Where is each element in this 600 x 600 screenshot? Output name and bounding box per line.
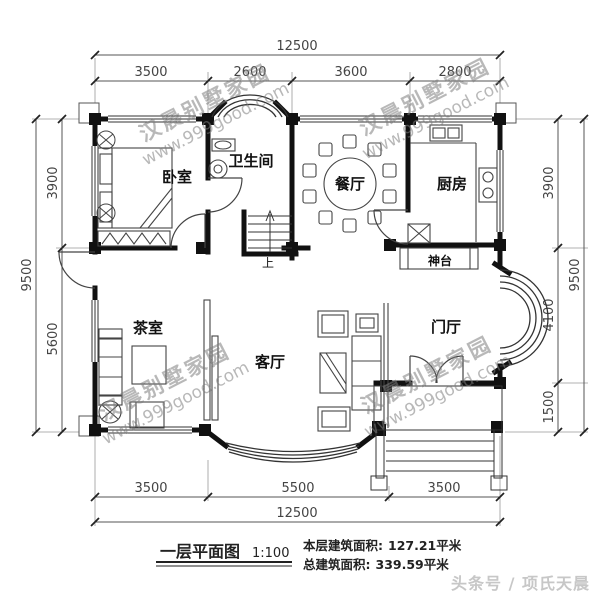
room-label-bedroom: 卧室 bbox=[162, 168, 192, 186]
wardrobe bbox=[97, 230, 171, 247]
dim-right-seg-3: 1500 bbox=[542, 390, 557, 423]
bed bbox=[97, 147, 173, 229]
dim-left-seg-2: 5600 bbox=[46, 322, 61, 355]
dim-left-total: 9500 bbox=[20, 258, 35, 291]
walls-layer bbox=[92, 99, 513, 450]
title-block: 一层平面图 1:100 本层建筑面积:127.21平米 总建筑面积:339.59… bbox=[156, 538, 590, 593]
right-bay-window bbox=[499, 269, 549, 367]
dim-bottom-total: 12500 bbox=[276, 506, 317, 521]
dimension-ticks bbox=[31, 50, 589, 527]
kitchen-fixtures bbox=[407, 124, 498, 244]
dim-right-total: 9500 bbox=[568, 258, 583, 291]
stairs-up-label: 上 bbox=[262, 256, 274, 270]
dim-left-seg-1: 3900 bbox=[46, 166, 61, 199]
dimension-labels: 12500 3500 2600 3600 2800 3500 5500 3500… bbox=[20, 39, 583, 521]
stairs bbox=[248, 209, 292, 252]
room-label-dining: 餐厅 bbox=[335, 175, 365, 193]
room-label-foyer: 门厅 bbox=[431, 318, 461, 336]
porch-steps bbox=[370, 385, 508, 491]
credit-watermark: 头条号 / 项氏天晨 bbox=[451, 574, 590, 593]
tea-room-furniture bbox=[98, 328, 167, 429]
dimension-lines bbox=[35, 54, 585, 523]
dim-right-seg-1: 3900 bbox=[542, 166, 557, 199]
area-line-2: 总建筑面积:339.59平米 bbox=[303, 557, 449, 572]
dim-bottom-seg-1: 3500 bbox=[134, 481, 167, 496]
living-room-furniture bbox=[203, 299, 389, 432]
dim-top-seg-4: 2800 bbox=[438, 65, 471, 80]
room-label-altar: 神台 bbox=[428, 253, 452, 268]
room-label-tea-room: 茶室 bbox=[133, 319, 163, 337]
room-labels: 卧室 卫生间 餐厅 厨房 神台 茶室 客厅 门厅 bbox=[133, 152, 467, 371]
area-line-1: 本层建筑面积:127.21平米 bbox=[303, 538, 462, 553]
dim-bottom-seg-3: 3500 bbox=[427, 481, 460, 496]
arch-bay-window bbox=[211, 94, 289, 118]
altar-ledge bbox=[399, 247, 479, 270]
columns bbox=[89, 113, 506, 436]
drawing-scale: 1:100 bbox=[252, 546, 289, 561]
dim-right-seg-2: 4100 bbox=[542, 298, 557, 331]
dim-top-seg-3: 3600 bbox=[334, 65, 367, 80]
room-label-living: 客厅 bbox=[254, 353, 285, 371]
dim-top-seg-1: 3500 bbox=[134, 65, 167, 80]
drawing-title: 一层平面图 bbox=[160, 542, 240, 561]
room-label-bathroom: 卫生间 bbox=[228, 152, 273, 170]
living-bay-window bbox=[225, 442, 361, 463]
dim-top-total: 12500 bbox=[276, 39, 317, 54]
dining-table-set bbox=[302, 134, 397, 233]
room-label-kitchen: 厨房 bbox=[437, 175, 467, 193]
ceiling-fan-icons bbox=[96, 130, 116, 223]
bathroom-fixtures bbox=[208, 138, 236, 179]
extension-lines bbox=[32, 58, 588, 526]
dim-top-seg-2: 2600 bbox=[233, 65, 266, 80]
dim-bottom-seg-2: 5500 bbox=[281, 481, 314, 496]
doors bbox=[58, 177, 464, 384]
